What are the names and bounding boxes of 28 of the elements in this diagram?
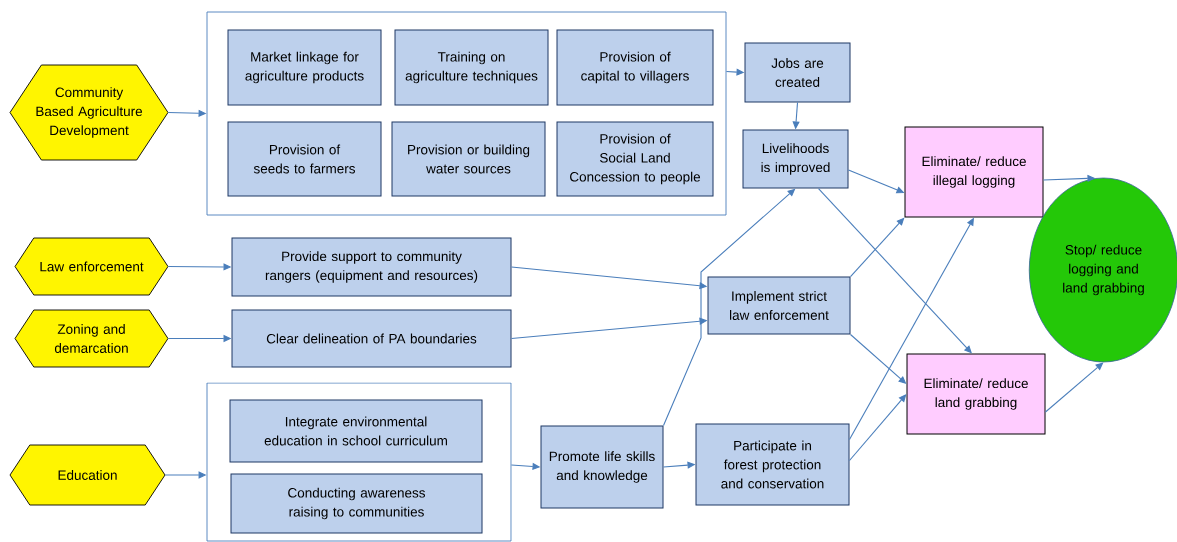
process-box: Implement strict law enforcement (707, 276, 851, 335)
arrow (848, 394, 907, 462)
process-box: Jobs are created (744, 42, 851, 103)
process-box: Provide support to community rangers (equipment and resources) (231, 237, 512, 297)
outcome-box: Eliminate/ reduce land grabbing (906, 353, 1046, 435)
arrow (817, 187, 972, 354)
process-box: Provision or building water sources (391, 121, 546, 197)
hexagon: Law enforcement (14, 237, 169, 296)
process-box: Training on agriculture techniques (394, 29, 549, 106)
hexagon: Community Based Agriculture Development (9, 64, 169, 161)
process-box: Conducting awareness raising to communities (230, 473, 483, 534)
process-box: Provision of seeds to farmers (227, 121, 382, 197)
arrow (849, 333, 907, 384)
process-box: Integrate environmental education in school curriculum (229, 399, 483, 463)
arrow (849, 217, 905, 278)
process-box: Livelihoods is improved (742, 129, 849, 189)
process-box: Market linkage for agriculture products (227, 29, 382, 106)
process-box: Participate in forest protection and conservation (695, 423, 850, 506)
outcome-box: Eliminate/ reduce illegal logging (904, 126, 1044, 218)
hexagon: Education (9, 444, 166, 506)
process-box: Provision of capital to villagers (556, 29, 714, 106)
process-box: Clear delineation of PA boundaries (231, 309, 512, 368)
process-box: Promote life skills and knowledge (540, 425, 664, 509)
group-box (206, 382, 512, 542)
group-box (206, 11, 727, 216)
arrow (662, 188, 796, 427)
process-box: Provision of Social Land Concession to people (556, 121, 714, 197)
hexagon: Zoning and demarcation (14, 309, 169, 368)
